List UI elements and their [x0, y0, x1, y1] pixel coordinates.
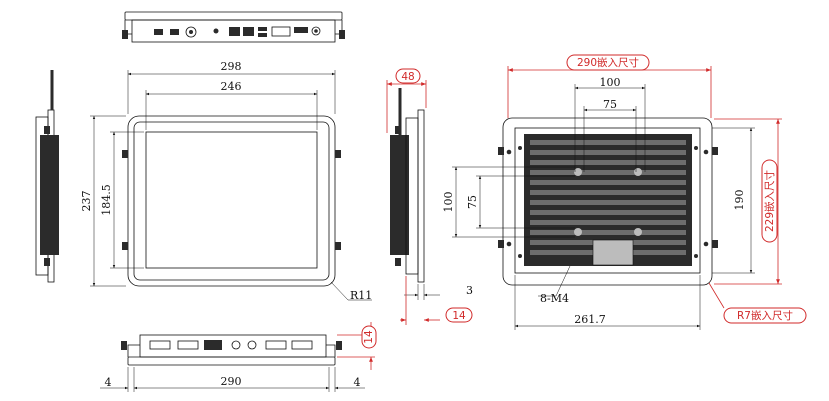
cutout-width-label: 290嵌入尺寸	[577, 56, 639, 69]
bottom-left-margin-label: 4	[105, 376, 112, 389]
back-height-label: 190	[733, 190, 746, 211]
cutout-radius-label: R7嵌入尺寸	[737, 309, 793, 322]
top-view	[122, 11, 345, 43]
corner-radius-label: R11	[350, 289, 372, 302]
vesa-100-vertical-label: 100	[442, 192, 455, 213]
cutout-height-label: 229嵌入尺寸	[763, 170, 776, 232]
screen-height-label: 184.5	[100, 184, 113, 216]
front-height-label: 237	[80, 191, 93, 212]
bottom-thickness-label: 14	[363, 330, 375, 344]
front-width-label: 298	[221, 60, 242, 73]
right-side-view: 48 3 14	[386, 68, 473, 325]
left-side-view	[35, 70, 59, 283]
vesa-75-horizontal-label: 75	[603, 98, 617, 111]
screws-label: 8-M4	[540, 292, 569, 305]
side-depth-label: 48	[401, 71, 414, 83]
vesa-75-vertical-label: 75	[466, 195, 479, 209]
vesa-100-horizontal-label: 100	[600, 76, 621, 89]
back-view: 290嵌入尺寸 100 75 100 75 190 229嵌入尺寸	[442, 54, 807, 330]
back-width-label: 261.7	[574, 313, 606, 326]
bottom-width-label: 290	[221, 375, 242, 388]
bottom-right-margin-label: 4	[354, 376, 361, 389]
bottom-view: 14 4 290 4	[100, 322, 377, 392]
bezel-thickness-label: 3	[466, 284, 473, 297]
side-bottom-label: 14	[452, 310, 466, 322]
screen-width-label: 246	[221, 80, 242, 93]
front-view: 298 246 237 184.5 R11	[80, 60, 372, 302]
